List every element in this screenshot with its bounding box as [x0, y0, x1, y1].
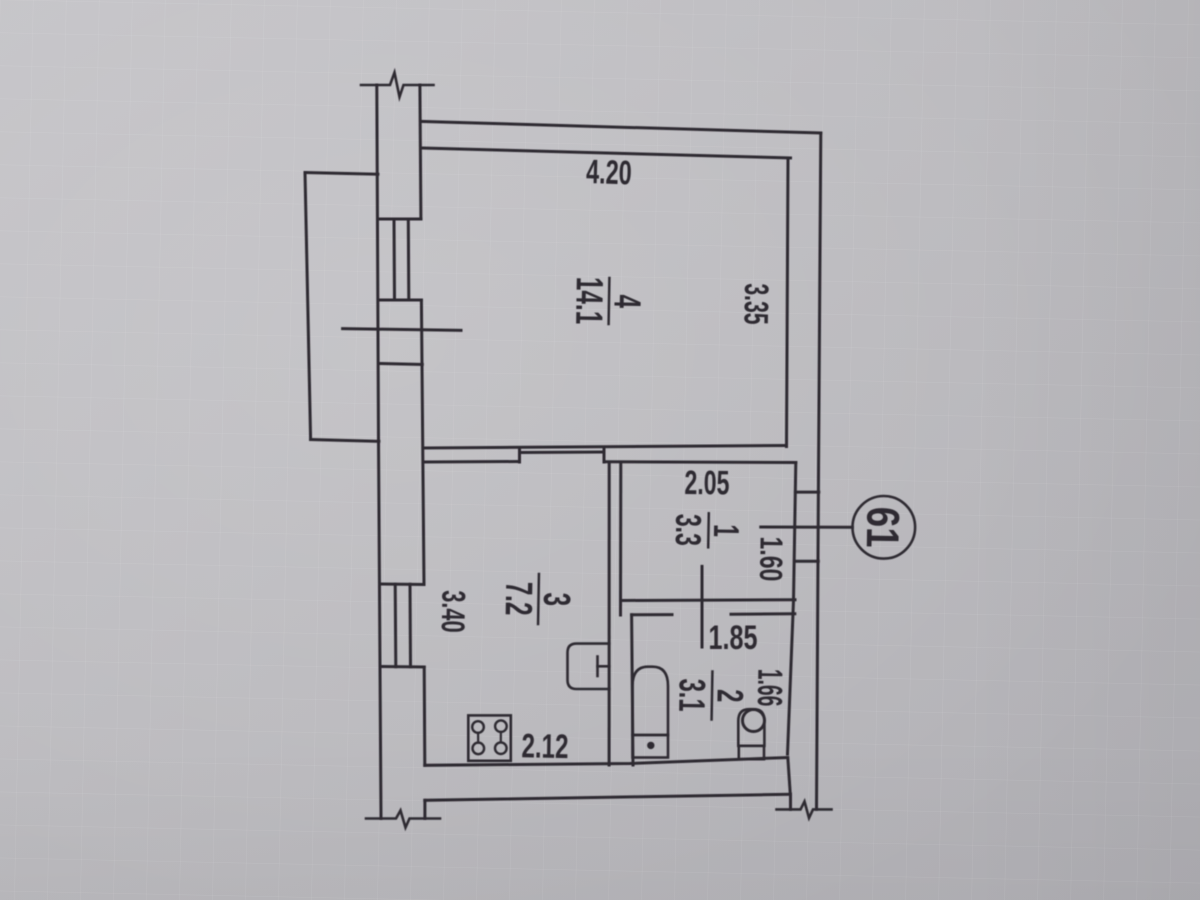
svg-text:4.20: 4.20: [586, 154, 633, 193]
svg-text:1: 1: [706, 524, 746, 538]
svg-text:3.1: 3.1: [671, 678, 713, 712]
svg-text:7.2: 7.2: [497, 581, 540, 616]
svg-text:2.12: 2.12: [521, 727, 569, 766]
svg-text:61: 61: [857, 506, 910, 548]
svg-text:2.05: 2.05: [684, 465, 729, 503]
svg-text:2: 2: [709, 689, 751, 703]
svg-text:14.1: 14.1: [568, 277, 612, 325]
svg-text:4: 4: [606, 294, 649, 308]
svg-text:3.40: 3.40: [435, 590, 472, 633]
svg-text:1.60: 1.60: [753, 536, 789, 581]
svg-text:1.85: 1.85: [709, 620, 758, 658]
svg-text:3.3: 3.3: [667, 514, 707, 547]
svg-text:3: 3: [536, 592, 579, 606]
svg-text:1.66: 1.66: [750, 669, 790, 707]
svg-text:3.35: 3.35: [737, 283, 776, 325]
